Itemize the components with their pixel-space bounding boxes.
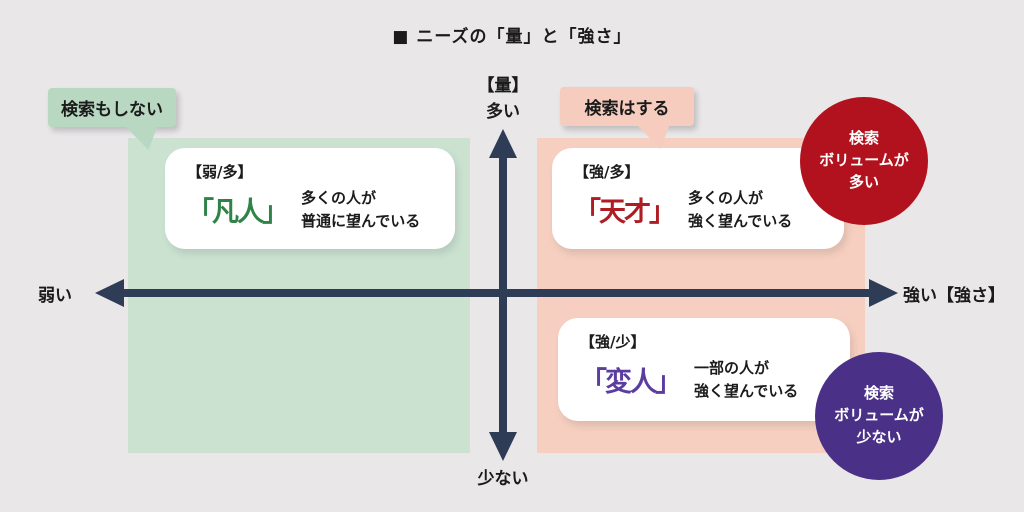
card-description: 多くの人が 普通に望んでいる [301, 189, 421, 230]
card-bonjin: 【弱/多】 「凡人」 多くの人が 普通に望んでいる [165, 148, 455, 249]
card-henjin: 【強/少】 「変人」 一部の人が 強く望んでいる [558, 318, 850, 421]
arrow-left-icon [95, 279, 124, 307]
card-description: 一部の人が 強く望んでいる [694, 359, 799, 400]
card-quadrant-tag: 【強/多】 [574, 163, 640, 181]
y-axis-low-label: 少ない [477, 469, 529, 489]
x-axis-high-label: 強い【強さ】 [903, 286, 1005, 306]
diagram-title: ■ ニーズの「量」と「強さ」 [392, 27, 632, 47]
callout-do-search: 検索はする [560, 87, 694, 149]
y-axis-high-label: 多い [486, 102, 520, 122]
card-quadrant-tag: 【弱/多】 [187, 163, 253, 181]
y-axis-title: 【量】 [477, 76, 529, 96]
card-quadrant-tag: 【強/少】 [580, 333, 646, 351]
badge-low-search-volume: 検索 ボリュームが 少ない [815, 352, 943, 480]
callout-no-search: 検索もしない [48, 88, 176, 150]
card-term: 「凡人」 [187, 197, 289, 228]
arrow-up-icon [489, 129, 517, 158]
card-term: 「変人」 [580, 367, 682, 398]
callout-do-search-label: 検索はする [584, 99, 670, 119]
arrow-right-icon [869, 279, 898, 307]
badge-high-search-volume: 検索 ボリュームが 多い [800, 97, 928, 225]
callout-no-search-label: 検索もしない [61, 100, 163, 120]
card-tensai: 【強/多】 「天才」 多くの人が 強く望んでいる [552, 148, 844, 249]
card-term: 「天才」 [574, 197, 676, 228]
arrow-down-icon [489, 432, 517, 461]
x-axis-low-label: 弱い [38, 286, 72, 306]
card-description: 多くの人が 強く望んでいる [688, 189, 793, 230]
